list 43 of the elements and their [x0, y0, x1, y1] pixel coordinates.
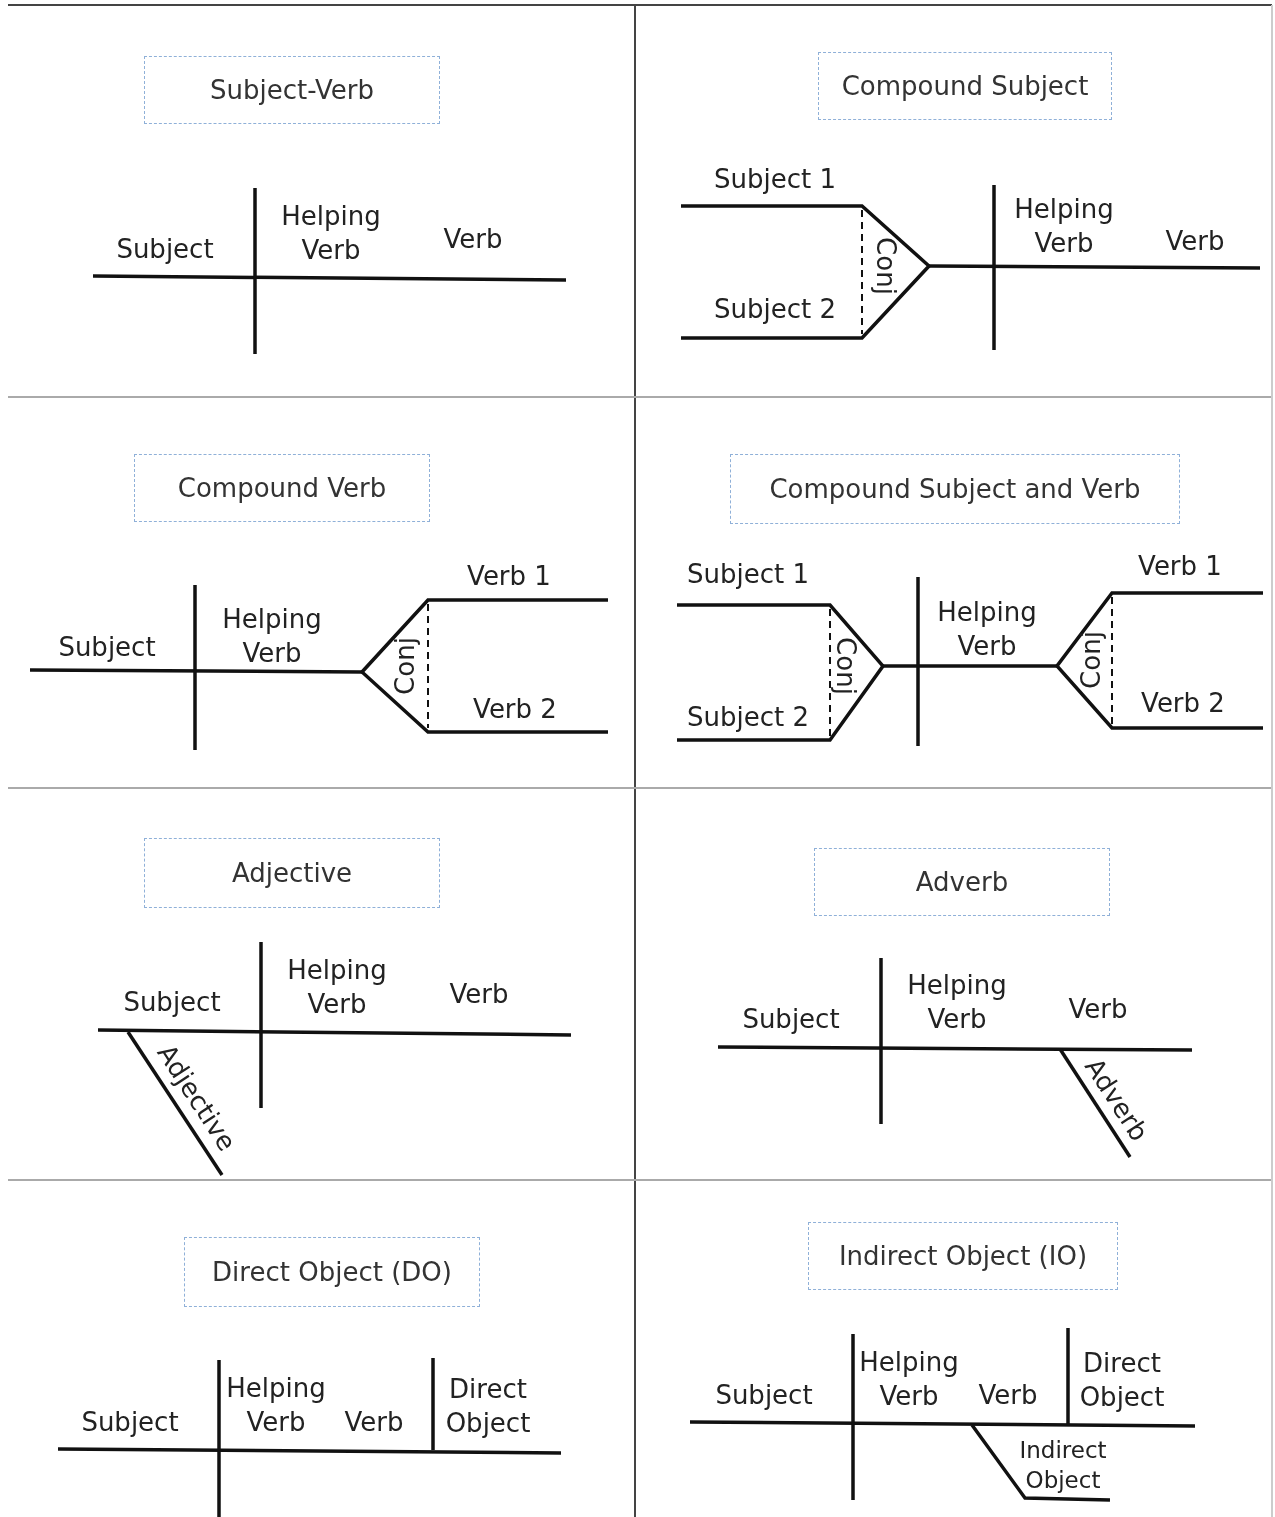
diagram-label: Helping Verb — [936, 596, 1038, 663]
diagram-label: Subject 1 — [713, 163, 837, 197]
diagram-label: Verb — [448, 978, 510, 1012]
diagram-label: Subject 1 — [686, 558, 810, 592]
title-box: Compound Verb — [134, 454, 430, 522]
diagram-label: Subject 2 — [713, 293, 837, 327]
diagram-label: Direct Object — [444, 1373, 532, 1440]
diagram-label: Subject — [80, 1406, 180, 1440]
title-box: Adverb — [814, 848, 1110, 916]
title-box: Indirect Object (IO) — [808, 1222, 1118, 1290]
diagram-label: Verb — [442, 223, 504, 257]
diagram-label: Conj — [389, 636, 422, 697]
title-box: Compound Subject and Verb — [730, 454, 1180, 524]
diagram-label: Verb — [1067, 993, 1129, 1027]
diagram-label: Verb — [343, 1406, 405, 1440]
title-box: Compound Subject — [818, 52, 1112, 120]
diagram-label: Subject — [115, 233, 215, 267]
diagram-label: Helping Verb — [221, 603, 323, 670]
diagram-label: Conj — [829, 636, 862, 697]
diagram-label: Verb — [977, 1379, 1039, 1413]
diagram-label: Verb 1 — [466, 560, 552, 594]
diagram-label: Subject — [741, 1003, 841, 1037]
diagram-label: Conj — [1075, 630, 1108, 691]
title-box: Adjective — [144, 838, 440, 908]
title-box: Direct Object (DO) — [184, 1237, 480, 1307]
diagram-label: Helping Verb — [1013, 193, 1115, 260]
diagram-label: Helping Verb — [225, 1372, 327, 1439]
diagram-label: Conj — [869, 236, 902, 297]
diagram-label: Helping Verb — [280, 200, 382, 267]
diagram-label: Subject — [714, 1379, 814, 1413]
diagram-label: Helping Verb — [906, 969, 1008, 1036]
diagram-label: Verb 1 — [1137, 550, 1223, 584]
diagram-label: Direct Object — [1078, 1347, 1166, 1414]
diagram-label: Subject 2 — [686, 701, 810, 735]
diagram-label: Indirect Object — [1018, 1436, 1108, 1495]
diagram-label: Verb 2 — [1140, 687, 1226, 721]
title-box: Subject-Verb — [144, 56, 440, 124]
diagram-label: Subject — [122, 986, 222, 1020]
diagram-label: Helping Verb — [286, 954, 388, 1021]
diagram-label: Helping Verb — [858, 1346, 960, 1413]
diagram-label: Subject — [57, 631, 157, 665]
diagram-label: Verb — [1164, 225, 1226, 259]
diagram-label: Verb 2 — [472, 693, 558, 727]
